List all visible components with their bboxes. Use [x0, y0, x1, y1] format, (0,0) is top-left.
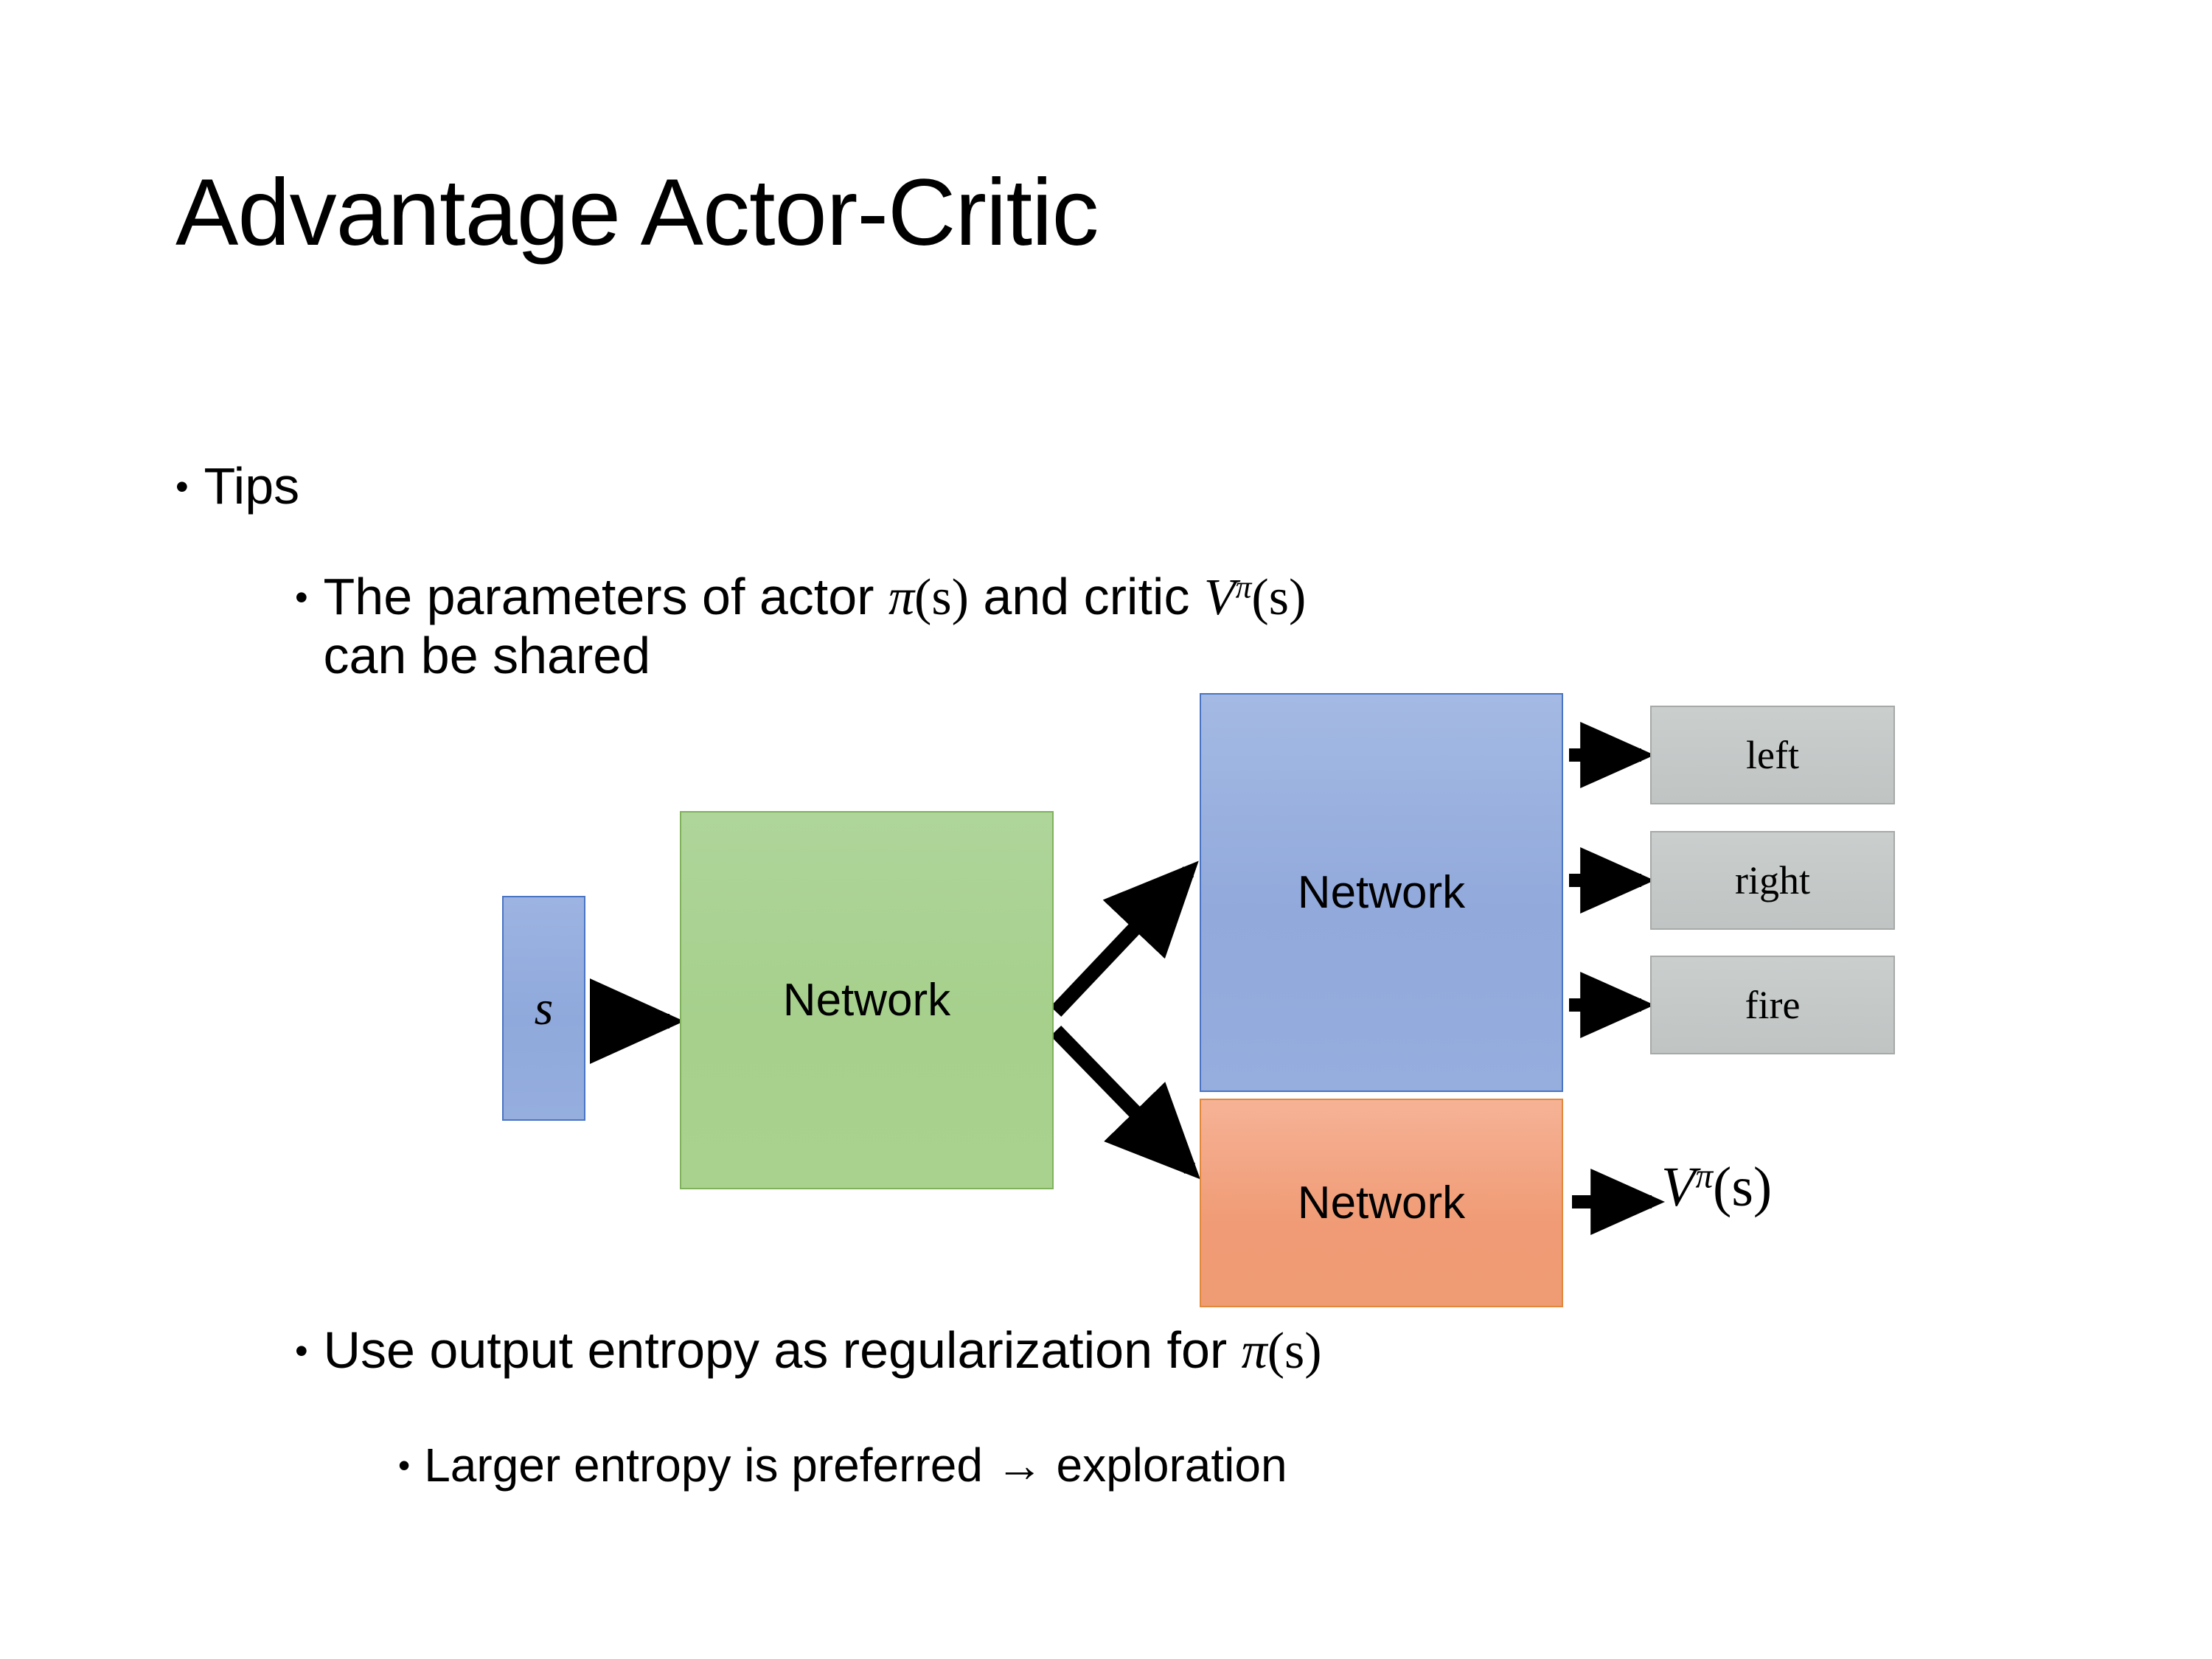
bullet-tips: Tips	[175, 457, 300, 515]
pi-symbol: π	[888, 569, 915, 626]
text-params-mid: and critic	[968, 568, 1204, 625]
actor-network-label: Network	[1297, 866, 1466, 918]
pi-argument: (s)	[914, 569, 969, 626]
v-argument: (s)	[1251, 569, 1307, 626]
shared-network-label: Network	[782, 974, 951, 1026]
v-symbol: V	[1203, 569, 1236, 626]
arrow-shared-to-actor	[1050, 860, 1199, 1017]
text-params-prefix: The parameters of actor	[323, 568, 888, 625]
bullet-dot-icon	[295, 1321, 324, 1379]
arrow-shared-to-critic	[1050, 1026, 1200, 1180]
input-state-box[interactable]: s	[502, 896, 585, 1121]
bullet-dot-icon	[398, 1439, 424, 1492]
bullet-shared-parameters: The parameters of actor π(s) and critic …	[295, 568, 2006, 685]
bullet-shared-parameters-line2: can be shared	[295, 627, 2006, 684]
bullet-shared-parameters-line1: The parameters of actor π(s) and critic …	[295, 568, 2006, 627]
text-can-be-shared: can be shared	[323, 627, 651, 685]
bullet-dot-icon	[175, 457, 204, 515]
action-output-right-label: right	[1735, 858, 1810, 902]
text-larger-entropy: Larger entropy is preferred → exploratio…	[424, 1439, 1287, 1492]
action-output-fire-label: fire	[1745, 983, 1801, 1027]
value-argument: (s)	[1713, 1156, 1773, 1218]
pi-argument: (s)	[1267, 1323, 1322, 1380]
critic-network-box[interactable]: Network	[1200, 1099, 1563, 1307]
action-output-left-label: left	[1746, 733, 1799, 777]
page-title: Advantage Actor-Critic	[175, 160, 1099, 265]
action-output-right[interactable]: right	[1650, 831, 1895, 930]
actor-network-box[interactable]: Network	[1200, 693, 1563, 1092]
action-output-fire[interactable]: fire	[1650, 956, 1895, 1054]
text-entropy: Use output entropy as regularization for	[323, 1321, 1242, 1379]
bullet-dot-icon	[295, 568, 324, 625]
bullet-entropy-regularization: Use output entropy as regularization for…	[295, 1321, 1322, 1380]
bullet-tips-label: Tips	[204, 457, 300, 515]
value-v-symbol: V	[1661, 1156, 1696, 1218]
value-superscript-pi: π	[1695, 1157, 1714, 1196]
state-label: s	[534, 981, 554, 1035]
critic-network-label: Network	[1297, 1177, 1466, 1228]
critic-value-output: Vπ(s)	[1661, 1159, 1772, 1215]
v-superscript-pi: π	[1235, 569, 1252, 605]
pi-symbol: π	[1241, 1323, 1267, 1380]
action-output-left[interactable]: left	[1650, 706, 1895, 804]
shared-network-box[interactable]: Network	[680, 811, 1054, 1189]
bullet-larger-entropy: Larger entropy is preferred → exploratio…	[398, 1439, 1287, 1492]
